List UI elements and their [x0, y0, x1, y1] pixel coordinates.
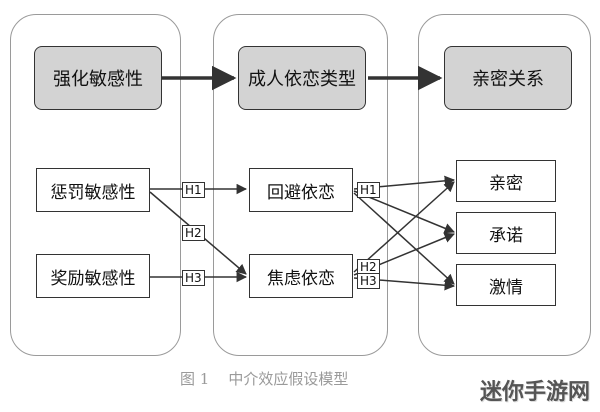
- figure-caption: 图 1 中介效应假设模型: [180, 370, 349, 388]
- node-adult-attachment-type: 成人依恋类型: [238, 46, 366, 110]
- watermark-text: 迷你手游网: [479, 380, 590, 405]
- arrow-anxious-to-intimacy: [353, 181, 455, 273]
- node-intimate-relationship: 亲密关系: [444, 46, 572, 110]
- arrow-avoid-to-passion: [353, 192, 455, 285]
- label-h2-left: H2: [182, 225, 205, 241]
- label-h3-left: H3: [182, 270, 205, 286]
- node-avoidant-attachment: 回避依恋: [249, 168, 353, 212]
- node-passion: 激情: [456, 264, 556, 306]
- label-h3-right: H3: [357, 273, 380, 289]
- node-intimacy: 亲密: [456, 160, 556, 202]
- label-h1-right: H1: [357, 182, 380, 198]
- label-h1-left: H1: [182, 182, 205, 198]
- node-anxious-attachment: 焦虑依恋: [249, 254, 353, 298]
- node-commitment: 承诺: [456, 212, 556, 254]
- node-reward-sensitivity: 奖励敏感性: [36, 254, 150, 298]
- node-punishment-sensitivity: 惩罚敏感性: [36, 168, 150, 212]
- node-reinforcement-sensitivity: 强化敏感性: [34, 46, 162, 110]
